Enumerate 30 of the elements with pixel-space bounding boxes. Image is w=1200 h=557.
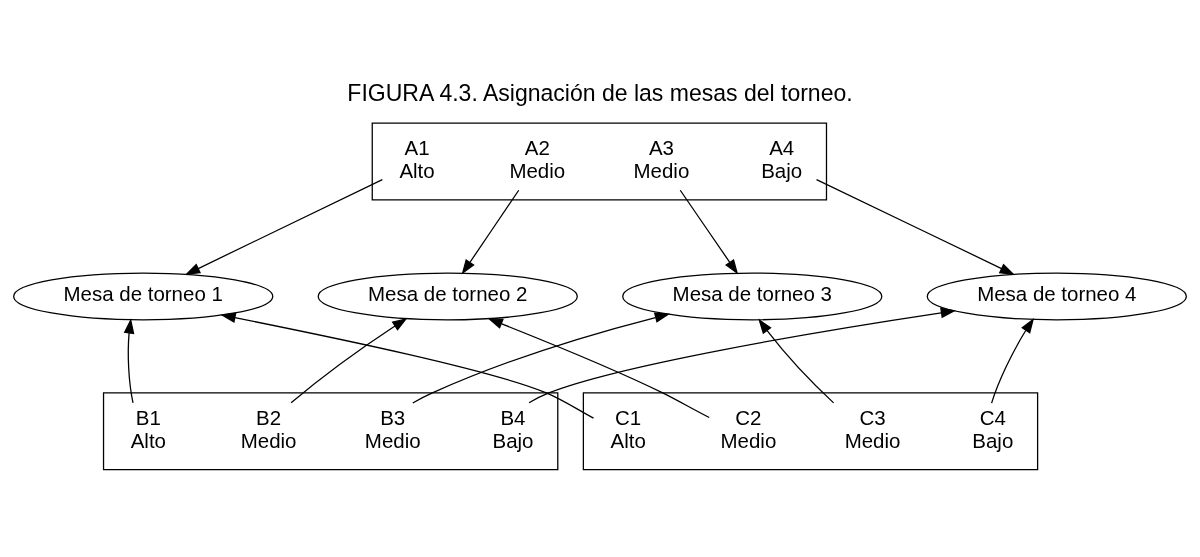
node-text: A2 Medio [509, 135, 566, 182]
arrow [990, 317, 1035, 404]
arrow [487, 318, 710, 419]
arrow [528, 307, 957, 404]
arrow [679, 189, 739, 275]
node-ellipse: Mesa de torneo 2 [317, 272, 578, 321]
cluster [102, 392, 559, 471]
arrow [184, 178, 383, 275]
arrow [220, 312, 595, 419]
arrow [815, 178, 1015, 275]
node-text: C4 Bajo [972, 405, 1014, 452]
arrow [461, 189, 520, 275]
node-text: C1 Alto [610, 405, 646, 452]
node-text: C2 Medio [720, 405, 777, 452]
node-text: A1 Alto [399, 135, 435, 182]
arrow [290, 317, 408, 404]
arrow [123, 318, 135, 404]
node-text: B2 Medio [240, 405, 297, 452]
node-text: A4 Bajo [761, 135, 803, 182]
arrow [412, 312, 671, 404]
node-text: B3 Medio [364, 405, 421, 452]
node-text: C3 Medio [844, 405, 901, 452]
node-text: B1 Alto [130, 405, 166, 452]
node-ellipse: Mesa de torneo 1 [13, 272, 274, 321]
diagram-title: FIGURA 4.3. Asignación de las mesas del torneo. [347, 79, 853, 106]
cluster [371, 122, 828, 201]
arrow [758, 318, 835, 404]
node-text: B4 Bajo [492, 405, 534, 452]
node-text: A3 Medio [633, 135, 690, 182]
cluster [582, 392, 1039, 471]
